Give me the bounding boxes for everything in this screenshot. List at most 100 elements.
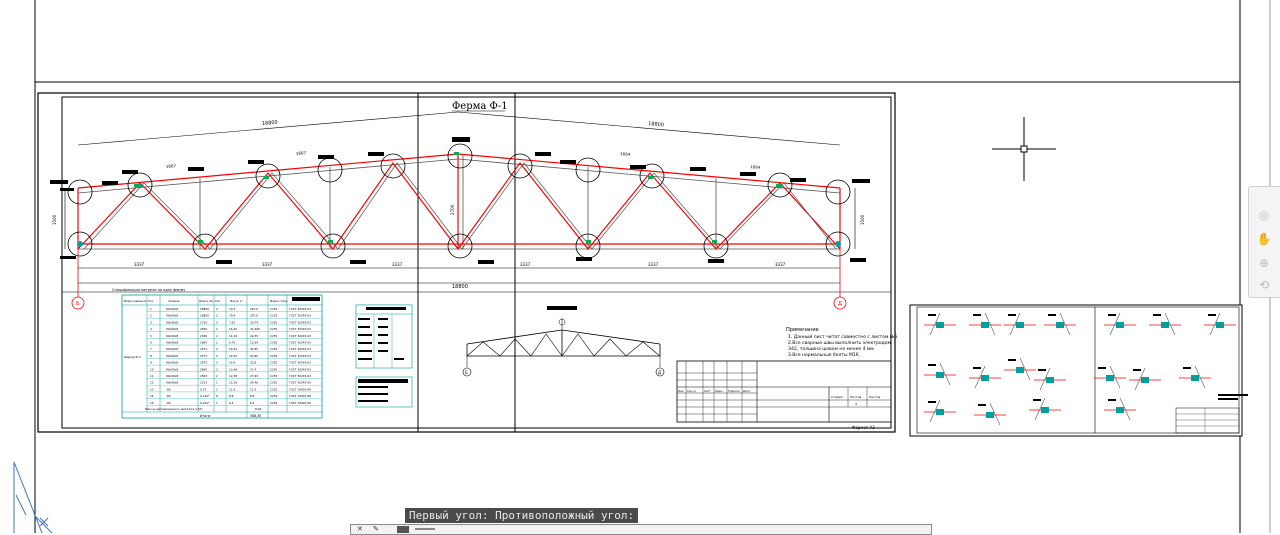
detail-gusset	[1016, 367, 1024, 373]
spec-cell: 8,8	[229, 394, 234, 398]
spec-cell: С255	[270, 401, 278, 405]
ucs-icon	[13, 461, 53, 533]
spec-cell: 13,39	[250, 341, 258, 345]
detail-label-tag	[973, 367, 981, 369]
spec-cell: 90х90х8	[166, 347, 178, 351]
detail-member	[1109, 312, 1121, 336]
command-line-bar[interactable]: ✕ ✎	[350, 524, 932, 535]
detail-member	[974, 365, 986, 389]
spec-header-cell: Сечение	[168, 299, 180, 303]
small-table-2	[355, 376, 413, 408]
spec-cell: С255	[270, 320, 278, 324]
axis-left-label: Б	[76, 301, 80, 307]
spec-cell: 2	[216, 334, 218, 338]
spec-cell: С255	[270, 381, 278, 385]
close-icon[interactable]: ✕	[357, 525, 363, 533]
spec-cell: С255	[270, 327, 278, 331]
dim-total: 18800	[452, 284, 468, 290]
detail-member	[1009, 312, 1021, 336]
spec-cell: 2	[216, 307, 218, 311]
spec-header-cell: Кол.	[215, 299, 221, 303]
detail-label-tag	[1108, 399, 1116, 401]
spec-cell: 30,74	[250, 320, 258, 324]
detail-label-tag	[1098, 367, 1106, 369]
spec-weld-val: 8,61	[255, 407, 262, 411]
spec-cell: 79,4	[229, 307, 235, 311]
spec-cell: 6,4	[229, 401, 234, 405]
spec-cell: 2313	[200, 381, 207, 385]
detail-gusset	[1116, 322, 1124, 328]
dim-panel-1: 1667	[166, 163, 177, 169]
spec-cell: 27,4	[250, 367, 256, 371]
spec-cell: ГОСТ 19903-90	[289, 401, 311, 405]
zoom-icon[interactable]: ⊕	[1258, 256, 1270, 270]
spec-cell: 7	[150, 347, 152, 351]
spec-cell: С255	[270, 334, 278, 338]
stamp-sign: Подпись	[728, 389, 740, 393]
spec-cell: ГОСТ 30245-03	[289, 341, 311, 345]
stamp-doc: №док.	[715, 390, 724, 393]
spec-cell: 5	[150, 334, 152, 338]
spec-cell: 2972	[200, 347, 207, 351]
spec-cell: ГОСТ 30245-03	[289, 354, 311, 358]
detail-gusset	[986, 412, 994, 418]
detail-member	[1039, 367, 1051, 391]
detail-member	[1034, 397, 1046, 421]
spec-cell: 9	[150, 361, 152, 365]
detail-gusset	[1041, 407, 1049, 413]
spec-cell: С255	[270, 367, 278, 371]
truss-sheet: Ферма Ф-1 18800 18800 1667 1667 1664 166…	[37, 92, 897, 433]
command-input[interactable]	[415, 528, 435, 530]
spec-cell: 8	[150, 354, 152, 358]
node-details-sheet	[909, 304, 1248, 437]
detail-label-tag	[1208, 314, 1216, 316]
spec-cell: 90х90х8	[166, 381, 178, 385]
detail-member	[1134, 367, 1146, 391]
stamp-sheets-label: Листов	[869, 395, 880, 399]
spec-cell: С255	[270, 341, 278, 345]
customize-icon[interactable]: ✎	[373, 525, 379, 533]
spec-cell: 12,38	[229, 374, 237, 378]
dim-panel-3: 1664	[620, 151, 631, 157]
detail-gusset	[1106, 375, 1114, 381]
small-table-1	[355, 304, 413, 369]
spec-header-cell: Масса, кг	[230, 299, 243, 303]
spec-header-cell: Марка стали	[270, 299, 288, 303]
dim-bottom-2: 3337	[262, 262, 273, 267]
spec-cell: ГОСТ 30245-03	[289, 374, 311, 378]
spec-group: Ферма Ф-1	[124, 355, 141, 359]
spec-cell: ГОСТ 19903-90	[289, 387, 311, 391]
steering-wheel-icon[interactable]: ◎	[1258, 208, 1270, 222]
spec-cell: 0,75	[200, 387, 206, 391]
spec-header-cell: Марка элемента	[124, 299, 147, 303]
stamp-izm: Изм.	[678, 389, 684, 393]
spec-cell: 2503	[200, 374, 207, 378]
dim-mid-height: 2700	[450, 204, 455, 215]
navigation-bar[interactable]: ◎ ✋ ⊕ ⟲	[1248, 186, 1280, 298]
orbit-icon[interactable]: ⟲	[1258, 278, 1270, 292]
dim-height-left: 1500	[52, 214, 57, 225]
spec-cell: 2377	[200, 354, 207, 358]
spec-weld: Масса наплавленного металла 1,5%	[145, 407, 203, 411]
detail-gusset	[1046, 377, 1054, 383]
command-history: Первый угол: Противоположный угол:	[405, 508, 639, 523]
spec-cell: 22,35	[250, 334, 258, 338]
detail-member	[1119, 397, 1131, 421]
stamp-list: Лист	[704, 389, 711, 393]
spec-cell: 6	[150, 341, 152, 345]
dim-bottom-6: 3337	[775, 262, 786, 267]
spec-cell: 0,14м²	[200, 394, 209, 398]
detail-gusset	[981, 322, 989, 328]
spec-cell: 24,40	[250, 381, 258, 385]
spec-cell: ГОСТ 30245-03	[289, 361, 311, 365]
spec-cell: -80	[166, 387, 171, 391]
spec-cell: 2	[150, 314, 152, 318]
spec-cell: ГОСТ 30245-03	[289, 320, 311, 324]
spec-cell: 32,406	[250, 327, 260, 331]
truss-title: Ферма Ф-1	[452, 101, 508, 112]
spec-cell: 15,6	[229, 361, 235, 365]
spec-cell: 14	[150, 394, 154, 398]
spec-cell: 2	[216, 347, 218, 351]
pan-icon[interactable]: ✋	[1256, 232, 1272, 246]
